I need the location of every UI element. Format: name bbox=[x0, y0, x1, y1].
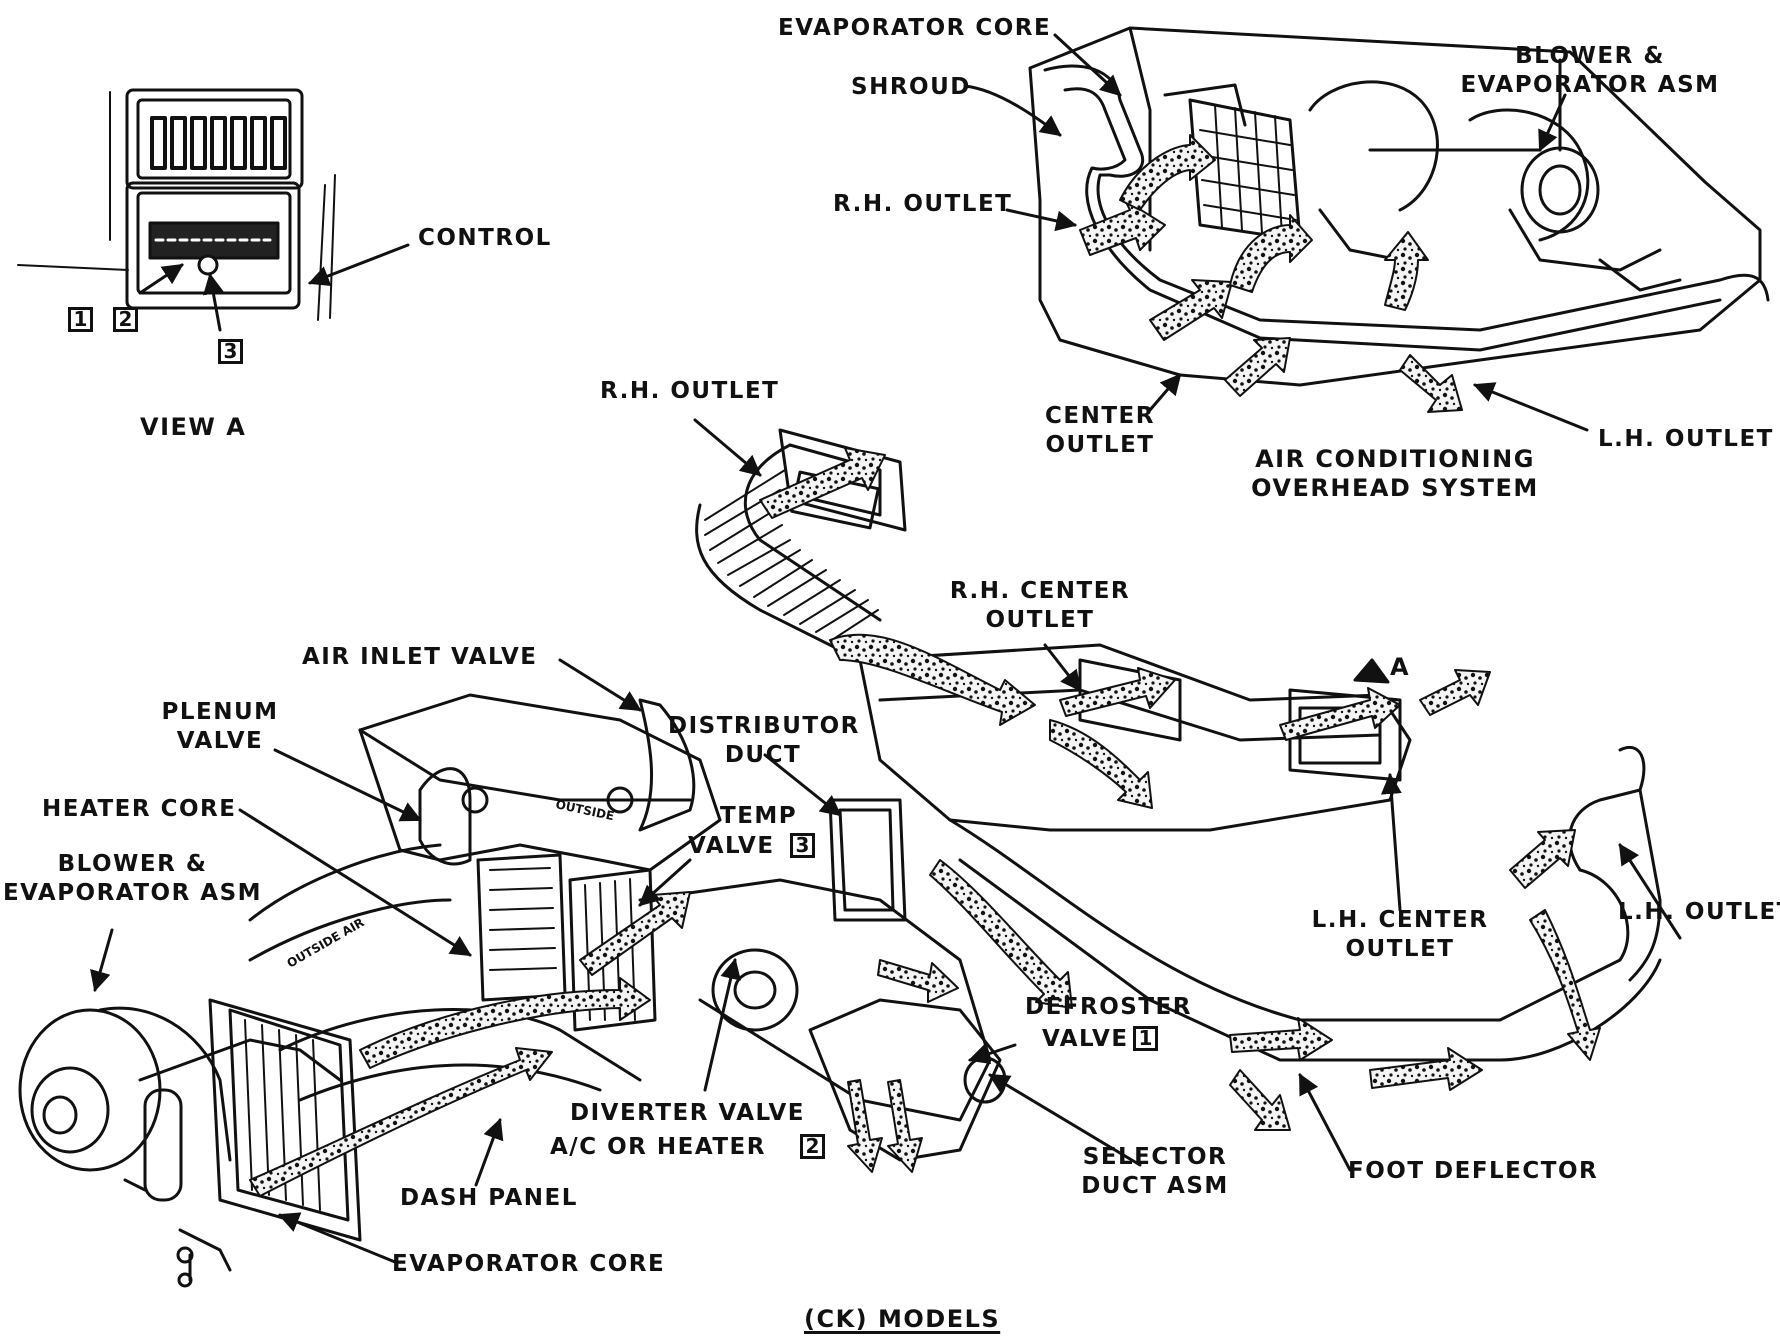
defroster-valve-label-line2: VALVE bbox=[1042, 1026, 1129, 1052]
overhead-blower-label-line1: BLOWER & bbox=[1515, 43, 1665, 69]
plenum-valve-line2: VALVE bbox=[176, 728, 264, 754]
blower-evaporator-line2: EVAPORATOR ASM bbox=[2, 880, 263, 906]
overhead-center-outlet-line2: OUTLET bbox=[1045, 432, 1155, 458]
lh-center-outlet-label: L.H. CENTER OUTLET bbox=[1310, 906, 1490, 964]
duct-text-outside-air: OUTSIDE AIR bbox=[285, 915, 367, 970]
overhead-rh-outlet-label: R.H. OUTLET bbox=[833, 191, 1013, 217]
foot-deflector-label: FOOT DEFLECTOR bbox=[1348, 1158, 1599, 1184]
temp-valve-marker: 3 bbox=[790, 833, 815, 858]
overhead-center-outlet-line1: CENTER bbox=[1045, 403, 1155, 429]
view-a-reference: A bbox=[1390, 653, 1411, 681]
diverter-valve-label-line1: DIVERTER VALVE bbox=[570, 1100, 805, 1126]
marker-2: 2 bbox=[113, 307, 138, 332]
defroster-valve-label-line1: DEFROSTER bbox=[1025, 994, 1192, 1020]
lh-outlet-label: L.H. OUTLET bbox=[1618, 899, 1780, 925]
blower-evaporator-label: BLOWER & EVAPORATOR ASM bbox=[0, 850, 265, 908]
plenum-valve-line1: PLENUM bbox=[161, 699, 279, 725]
overhead-lh-outlet-label: L.H. OUTLET bbox=[1598, 426, 1774, 452]
caption-title: (CK) MODELS bbox=[804, 1305, 1001, 1333]
control-label: CONTROL bbox=[418, 225, 552, 251]
air-inlet-valve-label: AIR INLET VALVE bbox=[302, 644, 538, 670]
selector-duct-line1: SELECTOR bbox=[1082, 1144, 1228, 1170]
temp-valve-label-line1: TEMP bbox=[720, 803, 798, 829]
plenum-valve-label: PLENUM VALVE bbox=[150, 698, 290, 756]
overhead-shroud-label: SHROUD bbox=[851, 74, 971, 100]
marker-1: 1 bbox=[68, 307, 93, 332]
selector-duct-label: SELECTOR DUCT ASM bbox=[1055, 1143, 1255, 1201]
view-a-title: VIEW A bbox=[140, 413, 247, 441]
diverter-valve-label-line2: A/C OR HEATER bbox=[550, 1134, 766, 1160]
dash-panel-label: DASH PANEL bbox=[400, 1185, 578, 1211]
overhead-center-outlet-label: CENTER OUTLET bbox=[1030, 402, 1170, 460]
distributor-duct-line1: DISTRIBUTOR bbox=[668, 713, 860, 739]
defroster-valve-marker: 1 bbox=[1133, 1026, 1158, 1051]
overhead-system-title-line1: AIR CONDITIONING bbox=[1255, 445, 1535, 473]
overhead-system-title: AIR CONDITIONING OVERHEAD SYSTEM bbox=[1230, 445, 1560, 503]
lh-center-outlet-line1: L.H. CENTER bbox=[1311, 907, 1489, 933]
blower-evaporator-line1: BLOWER & bbox=[57, 851, 208, 877]
distributor-duct-line2: DUCT bbox=[724, 742, 802, 768]
marker-3: 3 bbox=[218, 339, 243, 364]
blower-evaporator-left bbox=[18, 998, 362, 1288]
diverter-valve-marker: 2 bbox=[800, 1134, 825, 1159]
overhead-system-title-line2: OVERHEAD SYSTEM bbox=[1251, 474, 1539, 502]
rh-center-outlet-line2: OUTLET bbox=[985, 607, 1095, 633]
rh-center-outlet-line1: R.H. CENTER bbox=[949, 578, 1131, 604]
distributor-duct-label: DISTRIBUTOR DUCT bbox=[668, 712, 858, 770]
rh-center-outlet-label: R.H. CENTER OUTLET bbox=[940, 577, 1140, 635]
evaporator-core-label: EVAPORATOR CORE bbox=[392, 1251, 666, 1277]
lh-center-outlet-line2: OUTLET bbox=[1345, 936, 1455, 962]
overhead-blower-label: BLOWER & EVAPORATOR ASM bbox=[1450, 42, 1730, 100]
heater-core-label: HEATER CORE bbox=[42, 796, 237, 822]
view-a-panel bbox=[17, 88, 336, 321]
rh-outlet-label: R.H. OUTLET bbox=[600, 378, 780, 404]
temp-valve-label-line2: VALVE bbox=[688, 833, 775, 859]
overhead-evaporator-core-label: EVAPORATOR CORE bbox=[778, 15, 1052, 41]
selector-duct-line2: DUCT ASM bbox=[1081, 1173, 1229, 1199]
overhead-blower-label-line2: EVAPORATOR ASM bbox=[1460, 72, 1720, 98]
